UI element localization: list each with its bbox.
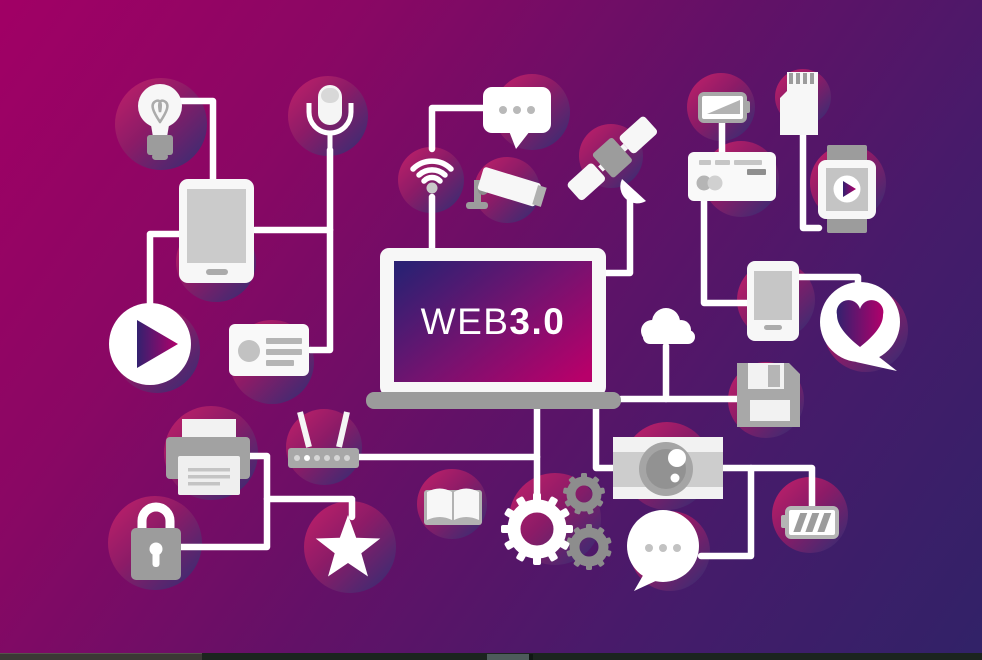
star-icon bbox=[315, 515, 381, 577]
floppy-disk-icon bbox=[737, 363, 800, 427]
router-icon bbox=[288, 411, 359, 468]
charging-battery-icon bbox=[781, 506, 839, 539]
sd-card-icon bbox=[780, 72, 818, 135]
satellite-icon bbox=[567, 116, 658, 204]
wifi-icon bbox=[410, 158, 454, 194]
smartphone-icon bbox=[747, 261, 799, 341]
scrollbar-thumb-notch bbox=[529, 654, 533, 660]
lightbulb-icon bbox=[138, 84, 182, 160]
contact-card-icon bbox=[229, 324, 309, 376]
smartwatch-icon bbox=[818, 145, 876, 233]
battery-icon bbox=[698, 92, 750, 123]
gears-icon bbox=[501, 473, 612, 570]
cctv-camera-icon bbox=[466, 167, 547, 209]
cloud-icon bbox=[641, 308, 695, 344]
photo-camera-icon bbox=[613, 437, 723, 499]
play-button-icon bbox=[109, 303, 191, 385]
bottom-scrollbar bbox=[0, 653, 982, 660]
laptop-icon bbox=[366, 248, 621, 409]
printer-icon bbox=[166, 419, 250, 495]
statusbar-left-segment bbox=[0, 653, 202, 660]
credit-card-icon bbox=[688, 152, 776, 201]
microphone-icon bbox=[306, 85, 354, 150]
tablet-icon bbox=[179, 179, 254, 283]
chat-dots-icon bbox=[627, 510, 699, 591]
open-book-icon bbox=[424, 488, 482, 525]
web3-label-prefix: WEB bbox=[420, 300, 510, 342]
scrollbar-thumb[interactable] bbox=[487, 654, 529, 660]
web3-label-version: 3.0 bbox=[509, 300, 566, 342]
heart-message-icon bbox=[820, 282, 900, 371]
lock-icon bbox=[131, 502, 181, 580]
chat-bubble-icon bbox=[483, 87, 551, 149]
connector-lines bbox=[146, 97, 862, 560]
